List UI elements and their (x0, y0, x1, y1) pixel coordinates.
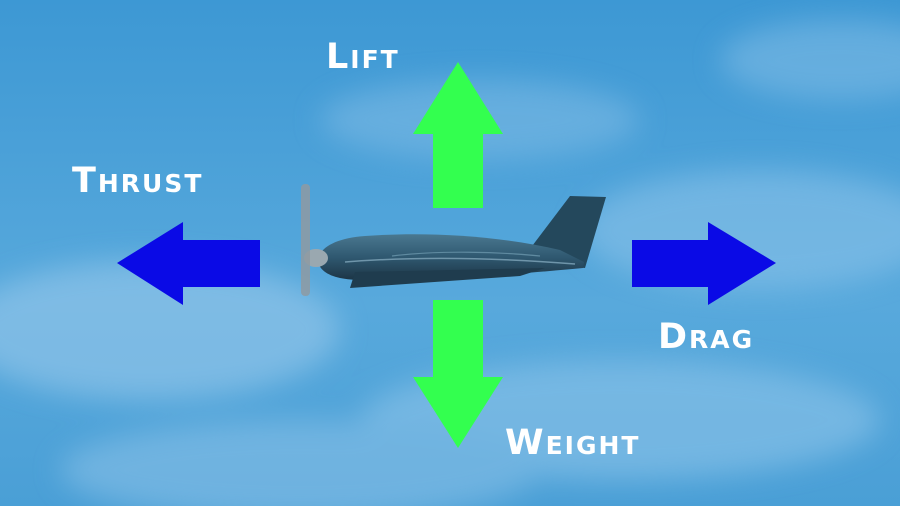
weight-label: Weight (505, 423, 641, 463)
cloud-layer (0, 20, 900, 506)
drag-arrow (632, 222, 776, 305)
lift-label: Lift (326, 37, 400, 77)
weight-arrow (413, 300, 503, 448)
aircraft (301, 184, 606, 296)
thrust-arrow (117, 222, 260, 305)
lift-arrow (413, 62, 503, 208)
thrust-label: Thrust (72, 161, 204, 201)
drag-label: Drag (658, 317, 755, 357)
propeller (301, 184, 310, 296)
wing (350, 268, 545, 288)
